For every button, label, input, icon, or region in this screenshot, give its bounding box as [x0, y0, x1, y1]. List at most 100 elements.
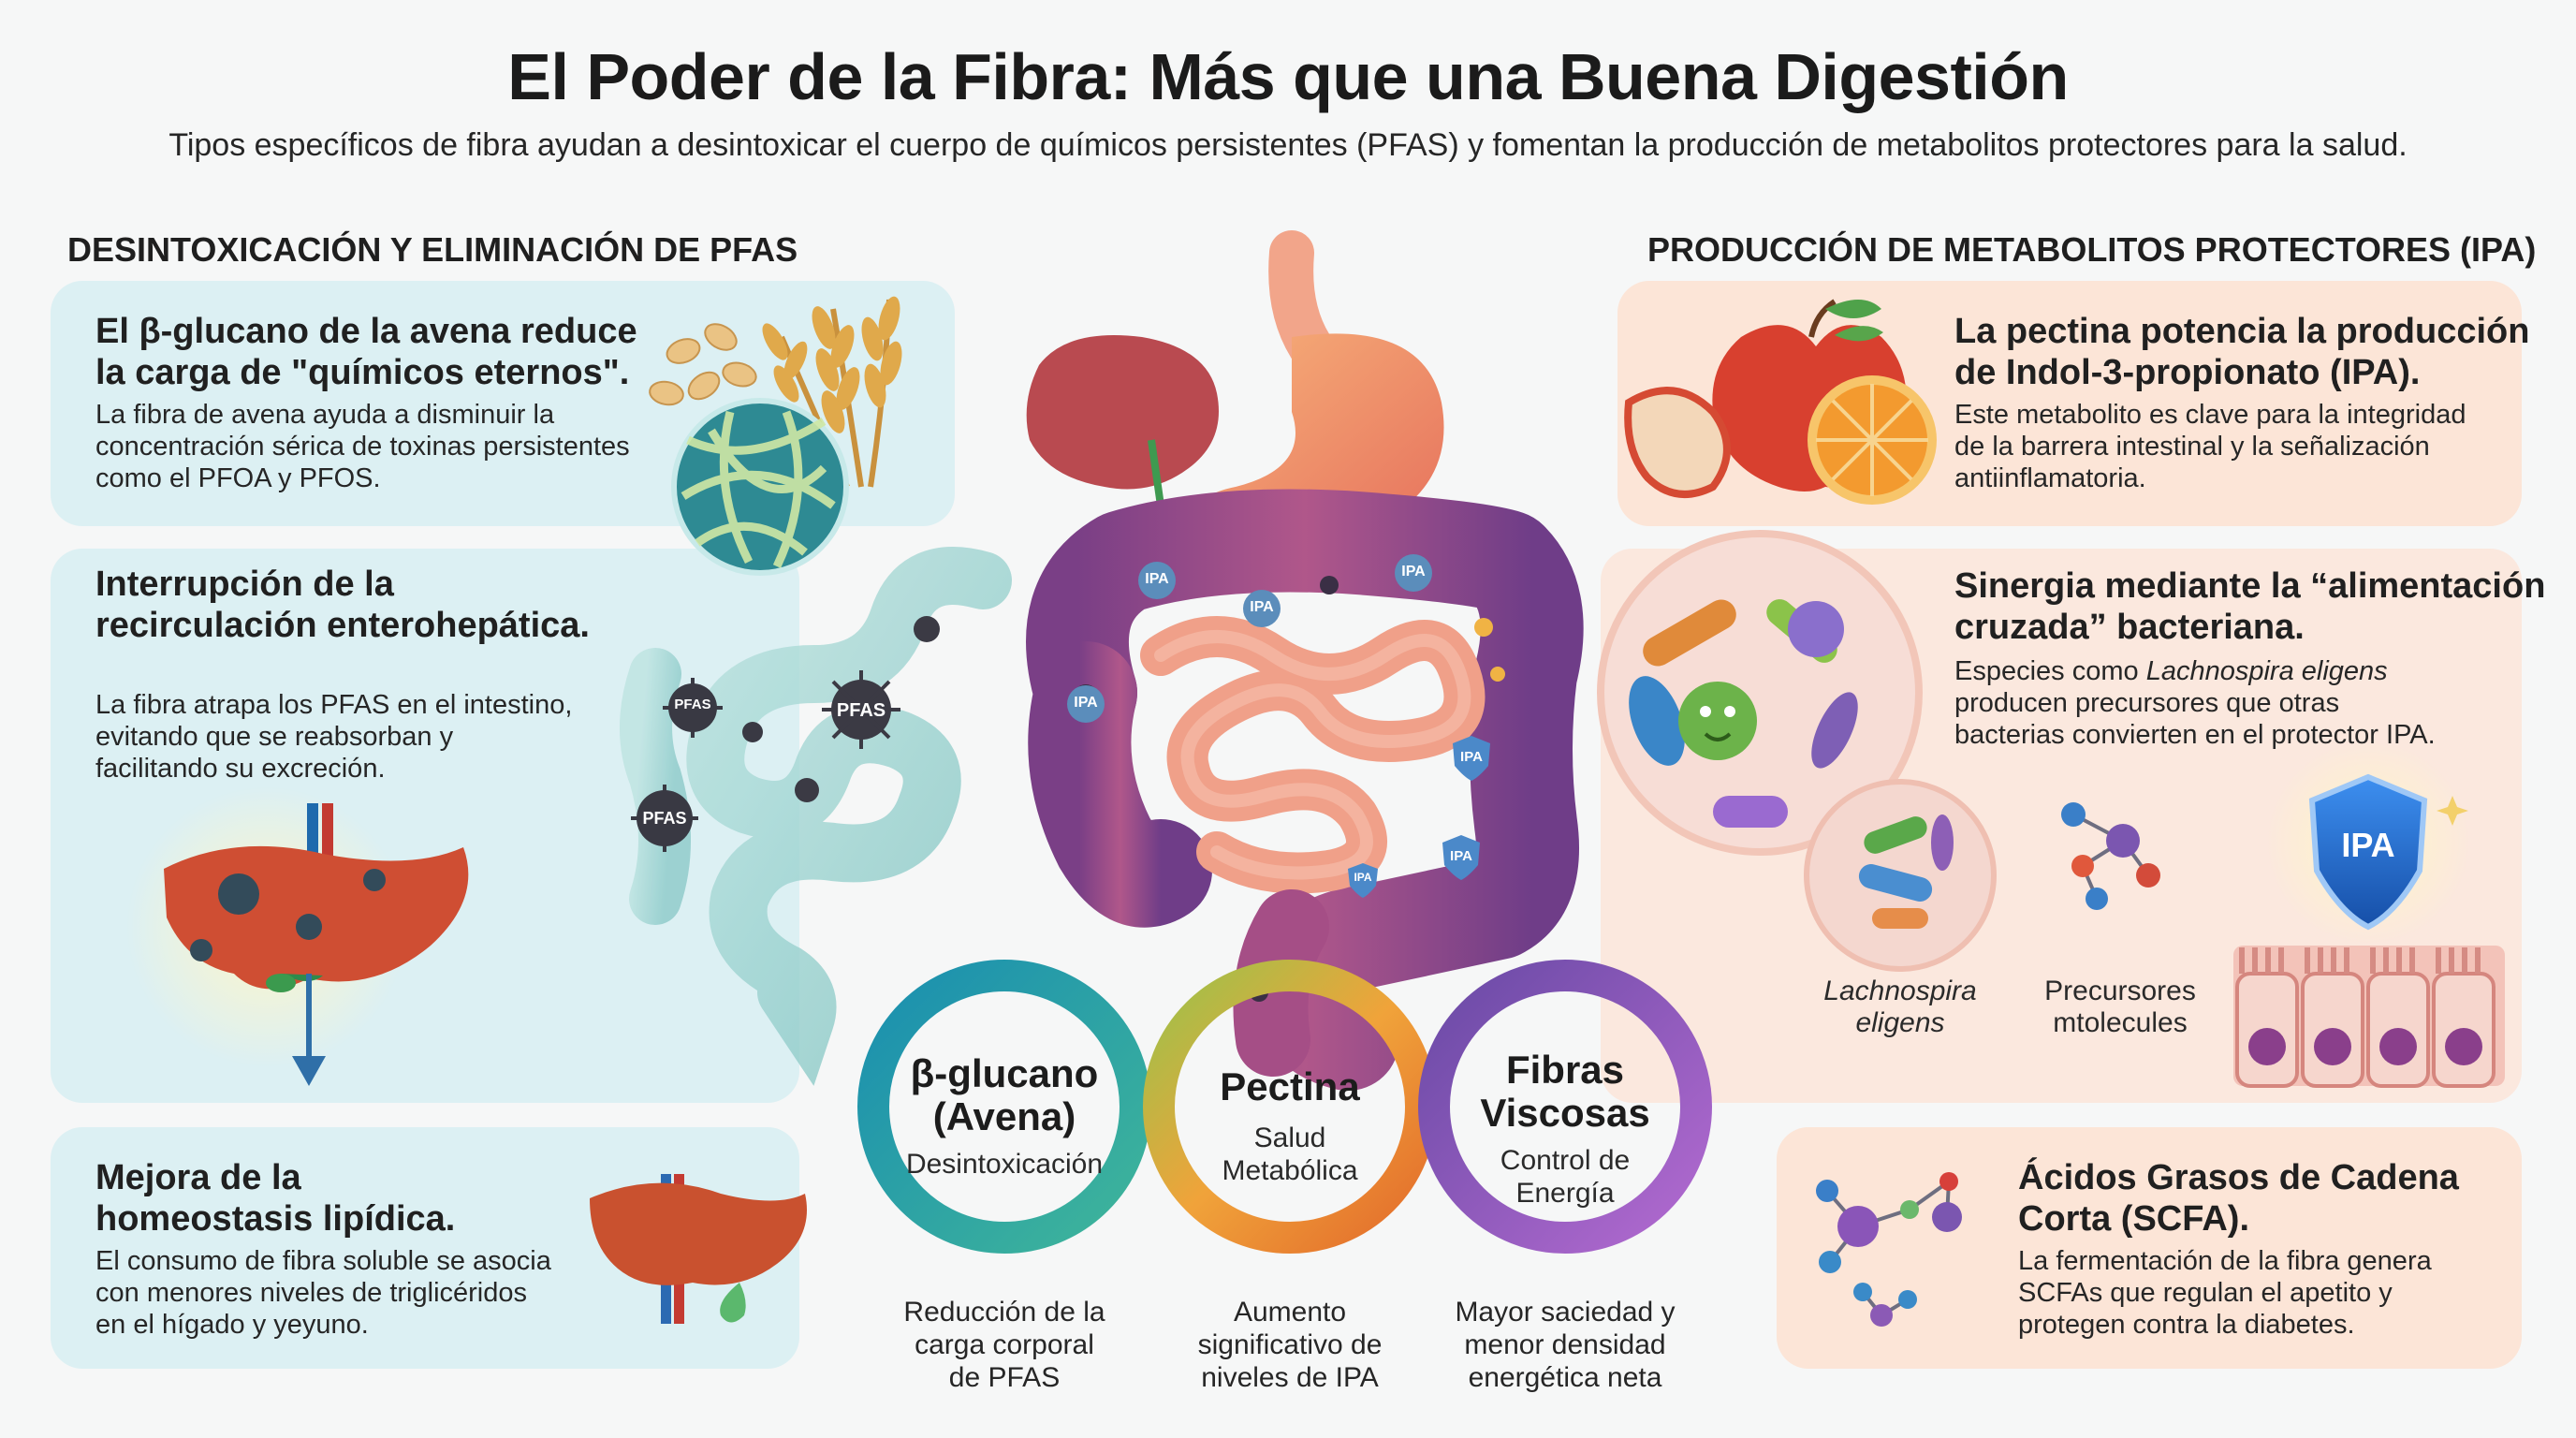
crossfeeding-body-line1: Especies como Lachnospira eligens — [1954, 655, 2436, 687]
enterohepatic-body-line3: facilitando su excreción. — [95, 754, 386, 784]
ring-beta-glucan-sub: Desintoxicación — [905, 1149, 1104, 1180]
ipa-badge-7: IPA — [1354, 871, 1372, 884]
pectin-body-line1: Este metabolito es clave para la integri… — [1954, 400, 2466, 430]
pectin-title-line1: La pectina potencia la producción — [1954, 312, 2530, 351]
page-subtitle: Tipos específicos de fibra ayudan a desi… — [168, 127, 2408, 163]
ring-pectin-foot: Aumento significativo de niveles de IPA — [1149, 1296, 1430, 1394]
ring-beta-glucan-text: β-glucano (Avena) Desintoxicación — [883, 1052, 1126, 1181]
ring-viscous-sub-line2: Energía — [1515, 1178, 1615, 1209]
ring-viscous-foot: Mayor saciedad y menor densidad energéti… — [1425, 1296, 1705, 1394]
ring-beta-glucan-title-line2: (Avena) — [932, 1094, 1076, 1138]
ring-beta-glucan-foot-line1: Reducción de la — [903, 1297, 1105, 1328]
ring-viscous-foot-line1: Mayor saciedad y — [1455, 1297, 1676, 1328]
precursor-label: Precursores mtolecules — [2022, 976, 2218, 1039]
scfa-title-line1: Ácidos Grasos de Cadena — [2018, 1158, 2459, 1197]
oat-card-body-line3: como el PFOA y PFOS. — [95, 463, 381, 493]
ring-pectin-foot-line2: significativo de — [1197, 1329, 1383, 1360]
card-bg-scfa — [1777, 1127, 2522, 1369]
ring-pectin-foot-line3: niveles de IPA — [1201, 1362, 1379, 1393]
ring-beta-glucan — [857, 960, 1151, 1254]
lachnospira-icon — [1804, 779, 1997, 972]
ring-pectin-text: Pectina Salud Metabólica — [1168, 1065, 1412, 1187]
crossfeeding-title-line1: Sinergia mediante la “alimentación — [1954, 566, 2546, 606]
pfas-label-1: PFAS — [674, 697, 711, 712]
ring-pectin-sub-line1: Salud — [1253, 1123, 1326, 1153]
ring-pectin-title: Pectina — [1220, 1064, 1360, 1108]
ring-viscous-text: Fibras Viscosas Control de Energía — [1443, 1049, 1687, 1210]
scfa-body-line3: protegen contra la diabetes. — [2018, 1310, 2355, 1340]
left-section-heading: DESINTOXICACIÓN Y ELIMINACIÓN DE PFAS — [67, 230, 798, 269]
enterohepatic-body-line1: La fibra atrapa los PFAS en el intestino… — [95, 690, 573, 720]
crossfeeding-body-pre: Especies como — [1954, 656, 2146, 686]
pfas-label-3: PFAS — [642, 809, 687, 828]
crossfeeding-body-line3: bacterias convierten en el protector IPA… — [1954, 720, 2436, 750]
ipa-badge-4: IPA — [1074, 695, 1098, 711]
precursor-label-line1: Precursores — [2044, 976, 2196, 1006]
lipid-body-line1: El consumo de fibra soluble se asocia — [95, 1246, 551, 1276]
lachnospira-label-line1: Lachnospira — [1823, 976, 1977, 1006]
ipa-badge-6: IPA — [1450, 848, 1472, 864]
scfa-molecule-icon — [1816, 1172, 1962, 1327]
enterohepatic-title-line2: recirculación enterohepática. — [95, 606, 590, 645]
lachnospira-label-line2: eligens — [1855, 1007, 1945, 1038]
scfa-body-line1: La fermentación de la fibra genera — [2018, 1246, 2432, 1276]
ring-viscous-title-line1: Fibras — [1505, 1048, 1625, 1092]
enterohepatic-body-line2: evitando que se reabsorban y — [95, 722, 454, 752]
ring-beta-glucan-foot-line2: carga corporal — [915, 1329, 1094, 1360]
lipid-body-line3: en el hígado y yeyuno. — [95, 1310, 369, 1340]
page-title: El Poder de la Fibra: Más que una Buena … — [507, 40, 2069, 113]
pectin-body-line2: de la barrera intestinal y la señalizaci… — [1954, 432, 2430, 462]
ring-pectin-sub-line2: Metabólica — [1222, 1155, 1358, 1186]
scfa-body-line2: SCFAs que regulan el apetito y — [2018, 1278, 2393, 1308]
pectin-card-body: Este metabolito es clave para la integri… — [1954, 399, 2466, 494]
lipid-title-line2: homeostasis lipídica. — [95, 1199, 456, 1239]
gut-pfas-icon — [620, 547, 1012, 1086]
ipa-badges — [1067, 554, 1490, 898]
oat-grain-icon — [649, 296, 902, 489]
lipid-body-line2: con menores niveles de triglicéridos — [95, 1278, 527, 1308]
liver-small-icon — [590, 1174, 807, 1324]
lipid-card-title: Mejora de la homeostasis lipídica. — [95, 1157, 455, 1240]
ring-viscous — [1418, 960, 1712, 1254]
scfa-card-body: La fermentación de la fibra genera SCFAs… — [2018, 1245, 2432, 1341]
bacteria-circle-icon — [1597, 530, 1923, 856]
oat-card-title-line2: la carga de "químicos eternos". — [95, 353, 630, 392]
molecule-icon — [2061, 802, 2160, 910]
ring-beta-glucan-title-line1: β-glucano — [910, 1051, 1099, 1095]
ipa-badge-1: IPA — [1145, 571, 1169, 587]
precursor-label-line2: mtolecules — [2053, 1007, 2188, 1038]
crossfeeding-title-line2: cruzada” bacteriana. — [1954, 608, 2305, 647]
ipa-badge-3: IPA — [1401, 564, 1426, 580]
ring-viscous-foot-line3: energética neta — [1468, 1362, 1662, 1393]
card-bg-lipid — [51, 1127, 799, 1369]
fiber-rings — [857, 960, 1712, 1254]
liver-icon — [126, 786, 469, 1086]
enterohepatic-title-line1: Interrupción de la — [95, 565, 394, 604]
oat-card-title-line1: El β-glucano de la avena reduce — [95, 312, 637, 351]
ipa-shield-label: IPA — [2341, 826, 2395, 864]
ring-viscous-sub-line1: Control de — [1500, 1145, 1631, 1176]
scfa-title-line2: Corta (SCFA). — [2018, 1199, 2249, 1239]
pfas-label-2: PFAS — [836, 700, 886, 721]
ipa-shield-icon — [2265, 740, 2471, 946]
right-section-heading: PRODUCCIÓN DE METABOLITOS PROTECTORES (I… — [1647, 230, 2537, 269]
ipa-badge-2: IPA — [1250, 599, 1274, 615]
ring-beta-glucan-foot: Reducción de la carga corporal de PFAS — [883, 1296, 1126, 1394]
crossfeeding-card-title: Sinergia mediante la “alimentación cruza… — [1954, 565, 2545, 648]
ipa-badge-5: IPA — [1460, 749, 1483, 765]
ring-viscous-foot-line2: menor densidad — [1464, 1329, 1666, 1360]
apple-orange-icon — [1624, 299, 1937, 505]
pectin-body-line3: antiinflamatoria. — [1954, 463, 2146, 493]
pectin-title-line2: de Indol-3-propionato (IPA). — [1954, 353, 2421, 392]
crossfeeding-body-line2: producen precursores que otras — [1954, 688, 2340, 718]
enterohepatic-card-body: La fibra atrapa los PFAS en el intestino… — [95, 689, 572, 785]
lachnospira-label: Lachnospira eligens — [1807, 976, 1994, 1039]
fiber-mesh-icon — [671, 398, 849, 576]
epithelium-icon — [2233, 946, 2505, 1088]
oat-card-body-line1: La fibra de avena ayuda a disminuir la — [95, 400, 555, 430]
ring-beta-glucan-foot-line3: de PFAS — [948, 1362, 1061, 1393]
ring-pectin-foot-line1: Aumento — [1233, 1297, 1347, 1328]
lipid-title-line1: Mejora de la — [95, 1158, 301, 1197]
enterohepatic-card-title: Interrupción de la recirculación enteroh… — [95, 564, 590, 646]
